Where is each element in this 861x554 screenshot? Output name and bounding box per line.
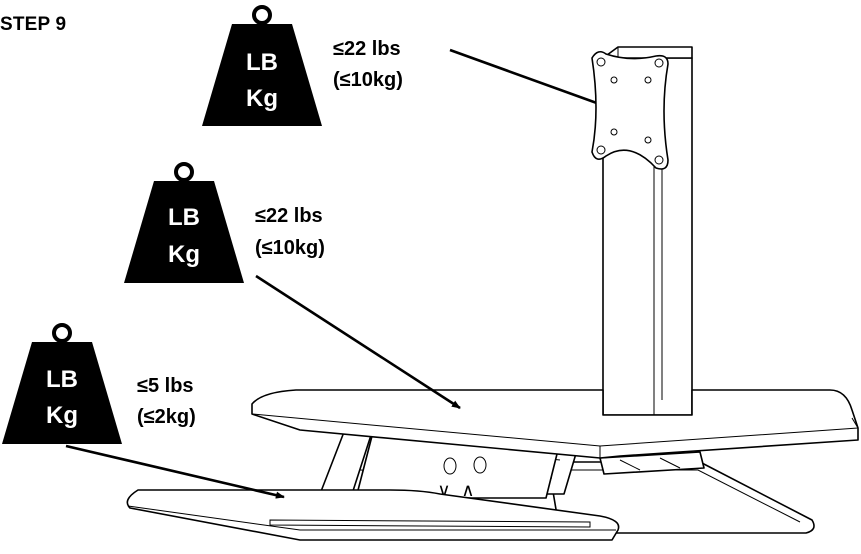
weight-icon-work-surface: LB Kg bbox=[124, 162, 244, 283]
monitor-load-arrow bbox=[449, 48, 606, 108]
keyboard-tray-load-kg: (≤2kg) bbox=[137, 406, 196, 428]
keyboard-tray-load-arrow bbox=[65, 444, 285, 499]
weight-badge-lb: LB bbox=[246, 49, 278, 76]
svg-text:Kg: Kg bbox=[46, 402, 78, 429]
step-title: STEP 9 bbox=[0, 14, 67, 35]
work-surface-load-kg: (≤10kg) bbox=[255, 237, 325, 259]
svg-text:LB: LB bbox=[168, 204, 200, 231]
up-button[interactable]: ∧ bbox=[461, 480, 474, 500]
work-surface-load-lbs: ≤22 lbs bbox=[255, 205, 323, 227]
work-surface bbox=[251, 389, 859, 459]
desk-base bbox=[547, 451, 815, 534]
monitor-load-lbs: ≤22 lbs bbox=[333, 38, 401, 60]
monitor-load-kg: (≤10kg) bbox=[333, 69, 403, 91]
keyboard-tray bbox=[126, 489, 620, 541]
weight-badge-kg: Kg bbox=[246, 85, 278, 112]
weight-icon-monitor: LB Kg bbox=[202, 5, 322, 126]
keyboard-tray-load-lbs: ≤5 lbs bbox=[137, 375, 194, 397]
svg-text:Kg: Kg bbox=[168, 241, 200, 268]
work-surface-load-arrow bbox=[255, 274, 461, 410]
weight-icon-keyboard-tray: LB Kg bbox=[2, 323, 122, 444]
svg-text:LB: LB bbox=[46, 366, 78, 393]
vesa-mount-plate bbox=[591, 50, 669, 170]
